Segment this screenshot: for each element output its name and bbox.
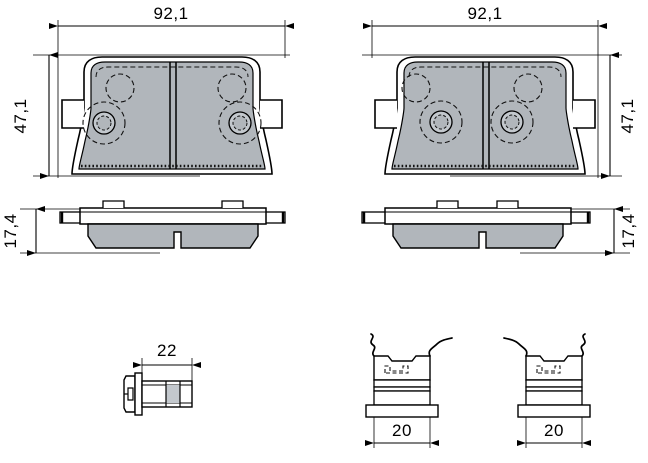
hole-lower-right-boss-left-pad — [218, 101, 262, 145]
clip-right-wire-tail-b — [580, 333, 586, 357]
bolt-flange — [134, 372, 143, 416]
clip-right-base-plate — [517, 404, 591, 418]
dimension-label-width-left: 92,1 — [153, 4, 188, 23]
side-left-friction-block — [87, 223, 259, 249]
clip-right-band-a — [525, 379, 583, 388]
hole-lower-right-bore-right-pad — [504, 114, 520, 130]
pad-friction-material-right — [391, 61, 579, 170]
clip-left-wire-tail-a — [370, 333, 376, 357]
dimension-label-clip-right-width: 20 — [544, 421, 564, 440]
pad-front-right-view: 92,1 47,1 — [362, 4, 637, 179]
pad-ear-left-outer-right-pad — [374, 99, 397, 129]
hole-upper-right-dashed-left-pad — [217, 73, 247, 103]
dimension-label-width-right: 92,1 — [467, 4, 502, 23]
clip-right-wire-tail-a — [503, 337, 528, 357]
hole-upper-left-dashed-right-pad — [401, 73, 431, 103]
side-left-clip-tab-a — [102, 200, 125, 208]
dimension-label-bolt-length: 22 — [157, 341, 177, 360]
pad-side-right-view: 17,4 — [361, 200, 638, 256]
pad-chamfer-dashed-left — [95, 66, 249, 78]
hole-upper-right-dashed-right-pad — [513, 73, 543, 103]
hole-lower-left-boss-left-pad — [82, 101, 126, 145]
bolt-thread-section — [166, 385, 180, 403]
hole-upper-left-dashed-left-pad — [105, 73, 135, 103]
dimension-label-thickness-left: 17,4 — [1, 213, 20, 248]
dimension-label-thickness-right: 17,4 — [619, 213, 638, 248]
hole-lower-left-bore-left-pad — [96, 115, 112, 131]
dimension-label-height-left: 47,1 — [11, 98, 30, 133]
pad-front-left-view: 92,1 47,1 — [11, 4, 294, 179]
clip-left-base-plate — [365, 404, 439, 418]
hole-lower-right-boss-right-pad — [490, 100, 534, 144]
side-left-backing-plate — [79, 207, 267, 225]
pad-ear-right-outer-right-pad — [573, 99, 596, 129]
hole-lower-left-bore-right-pad — [433, 114, 449, 130]
clip-left-wire-tail-b — [428, 337, 453, 357]
hole-lower-left-boss-right-pad — [419, 100, 463, 144]
side-left-clip-tab-b — [221, 200, 244, 208]
clip-left-retainer-dashed — [384, 365, 409, 374]
bolt-detail-view: 22 — [123, 341, 201, 416]
clip-left-band-c — [373, 390, 431, 406]
dimension-label-clip-left-width: 20 — [392, 421, 412, 440]
bolt-head-socket — [127, 387, 134, 401]
spring-clip-left-view: 20 — [365, 333, 453, 448]
hole-lower-right-bore-left-pad — [232, 115, 248, 131]
side-right-backing-plate — [384, 207, 572, 225]
clip-left-band-a — [373, 379, 431, 388]
pad-side-left-view: 17,4 — [1, 200, 286, 256]
pad-chamfer-dashed-right — [408, 66, 562, 78]
side-right-clip-tab-a — [436, 200, 459, 208]
side-right-friction-block — [392, 223, 564, 249]
side-right-clip-tab-b — [496, 200, 519, 208]
clip-right-retainer-dashed — [536, 365, 561, 374]
spring-clip-right-view: 20 — [503, 333, 591, 448]
clip-right-band-c — [525, 390, 583, 406]
dimension-label-height-right: 47,1 — [618, 98, 637, 133]
witness-lines-left — [33, 20, 290, 178]
pad-ear-right-outer — [260, 99, 283, 129]
pad-ear-left-outer — [61, 99, 84, 129]
